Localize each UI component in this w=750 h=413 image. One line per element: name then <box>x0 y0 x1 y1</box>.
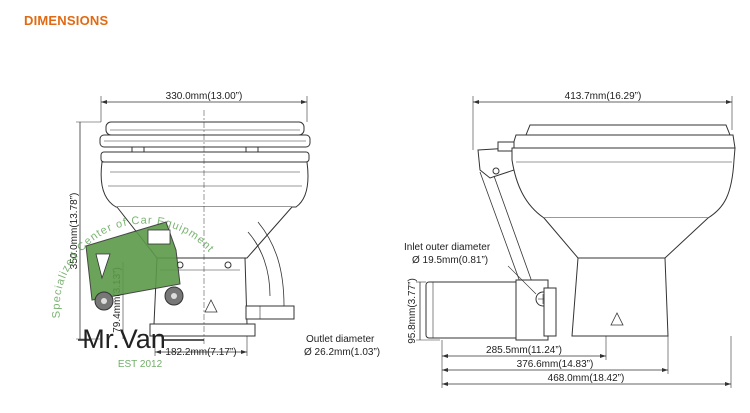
front-width-label: 330.0mm(13.00”) <box>166 91 243 102</box>
front-height-label: 350.0mm(13.78”) <box>69 193 80 270</box>
watermark-est: EST 2012 <box>118 359 163 370</box>
outlet-label: Outlet diameter <box>306 334 375 345</box>
watermark-brand: Mr.Van <box>82 324 166 354</box>
side-height-label: 95.8mm(3.77”) <box>407 278 418 344</box>
inlet-value: Ø 19.5mm(0.81”) <box>412 255 488 266</box>
outlet-value: Ø 26.2mm(1.03”) <box>304 347 380 358</box>
front-small-height-label: 79.4mm(3.13”) <box>112 267 123 333</box>
side-dim-285: 285.5mm(11.24”) <box>486 345 562 356</box>
section-title: DIMENSIONS <box>24 13 109 28</box>
side-dim-468: 468.0mm(18.42”) <box>548 373 625 384</box>
side-width-label: 413.7mm(16.29”) <box>565 91 642 102</box>
side-view: 413.7mm(16.29”) Inlet outer diameter Ø 1… <box>404 91 736 388</box>
front-base-width-label: 182.2mm(7.17”) <box>165 347 236 358</box>
front-view: 330.0mm(13.00”) 350.0mm(13.78”) <box>69 91 380 358</box>
side-dim-376: 376.6mm(14.83”) <box>517 359 594 370</box>
inlet-label: Inlet outer diameter <box>404 242 491 253</box>
